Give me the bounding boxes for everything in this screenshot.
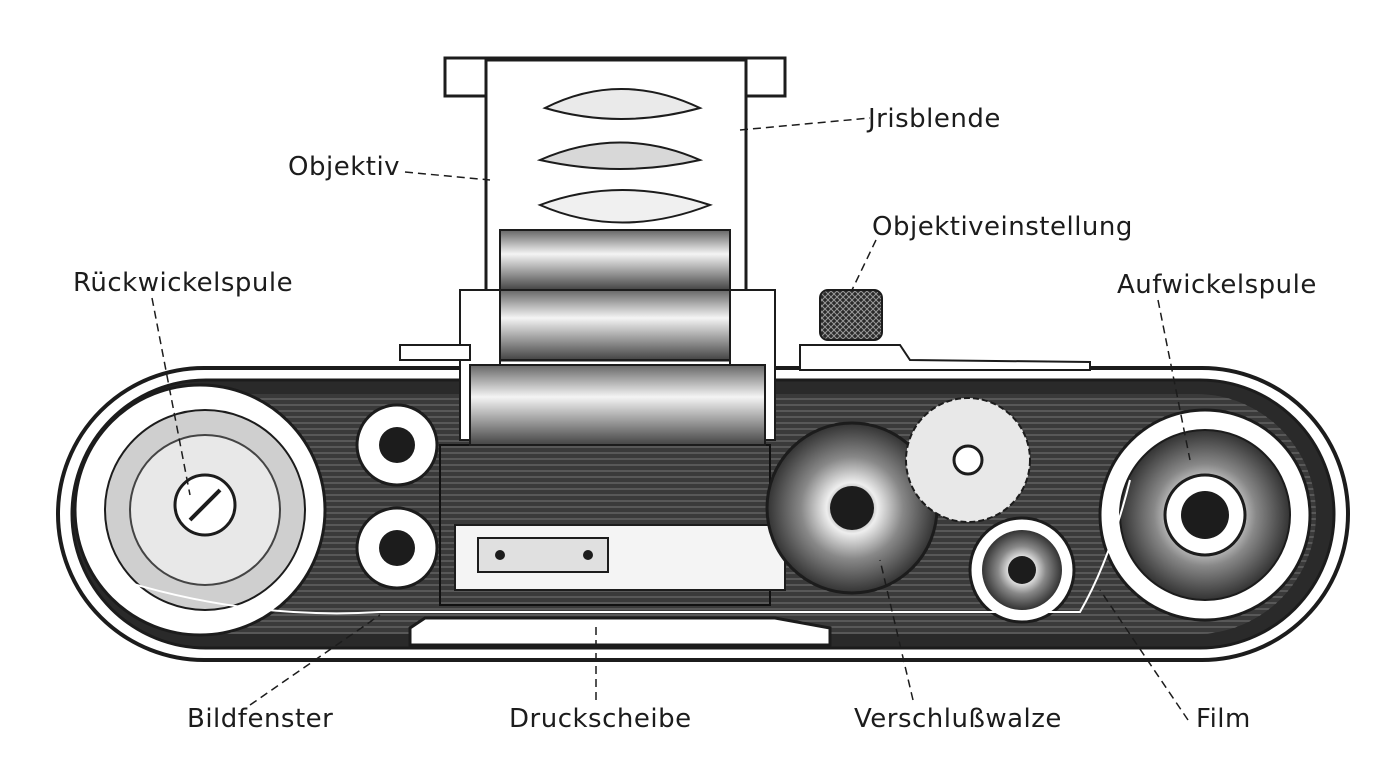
leader-objektiveinstellung	[851, 239, 877, 291]
leader-verschlusswalze	[879, 559, 914, 701]
leader-aufwickelspule	[1157, 299, 1191, 461]
shutter-drum	[765, 421, 939, 595]
leader-lines	[151, 117, 1191, 721]
label-verschlusswalze: Verschlußwalze	[854, 704, 1062, 734]
label-objektiv: Objektiv	[288, 152, 401, 182]
base-plate	[408, 616, 832, 647]
guide-rollers	[355, 403, 439, 590]
label-irisblende: Jrisblende	[868, 104, 1001, 134]
leader-rueckwickelspule	[151, 297, 191, 496]
label-film: Film	[1196, 704, 1251, 734]
leader-film	[1099, 589, 1189, 721]
leader-irisblende	[739, 117, 871, 131]
lens-assembly	[399, 56, 787, 446]
leader-objektiv	[404, 171, 491, 181]
leader-bildfenster	[249, 614, 381, 706]
pressure-plate	[454, 524, 786, 591]
label-rueckwickelspule: Rückwickelspule	[73, 268, 294, 298]
film-path	[119, 479, 1131, 615]
label-druckscheibe: Druckscheibe	[509, 704, 692, 734]
rewind-spool	[73, 383, 327, 637]
focus-knob	[799, 289, 1091, 371]
shutter-roller	[968, 516, 1076, 624]
gear-wheel	[905, 397, 1031, 523]
takeup-spool	[1098, 408, 1312, 622]
label-aufwickelspule: Aufwickelspule	[1117, 270, 1317, 300]
label-bildfenster: Bildfenster	[187, 704, 334, 734]
label-objektiveinstellung: Objektiveinstellung	[872, 212, 1133, 242]
